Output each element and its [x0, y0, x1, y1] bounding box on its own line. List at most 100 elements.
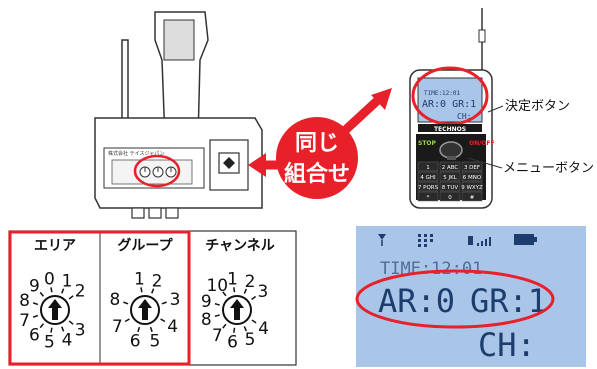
- dial-number: 9: [29, 276, 40, 296]
- phone-device: TIME:12:01 AR:0 GR:1 CH: TECHNOS STOP ON…: [409, 8, 495, 209]
- dial-tick: [222, 291, 227, 297]
- phone-screen: [417, 77, 483, 123]
- dial-tick: [149, 326, 153, 333]
- lcd-status-icons: [378, 234, 537, 247]
- dial-tick: [251, 295, 257, 301]
- badge-line1: 同じ: [295, 131, 339, 156]
- dial-number: 4: [167, 317, 178, 337]
- lcd-zoom-ar: AR:0: [378, 282, 455, 320]
- phone-key-label: 4 GHI: [420, 175, 436, 181]
- dial-number: 3: [75, 321, 86, 341]
- dial-number: 0: [44, 269, 55, 289]
- menu-button-label: メニューボタン: [503, 161, 594, 176]
- phone-key[interactable]: [461, 171, 483, 182]
- decide-button-label: 決定ボタン: [505, 99, 570, 114]
- receiver-company-label: 株式会社 テイスジャパン: [108, 150, 164, 157]
- dial-title: エリア: [34, 238, 76, 254]
- phone-lcd-ar: AR:0 GR:1: [422, 99, 476, 110]
- phone-key-label: 1: [426, 165, 430, 171]
- dial-tick: [68, 320, 74, 325]
- phone-key[interactable]: [461, 191, 483, 202]
- dial-number: 1: [62, 271, 73, 291]
- receiver-dial-highlight: [133, 154, 181, 188]
- antenna-icon: [378, 234, 386, 240]
- phone-key[interactable]: [461, 181, 483, 192]
- phone-key-label: 0: [448, 195, 452, 201]
- battery-icon: [514, 234, 537, 245]
- dial-number: 3: [257, 282, 268, 302]
- phone-key[interactable]: [461, 161, 483, 172]
- phone-key-label: 3 DEF: [464, 165, 480, 171]
- phone-key[interactable]: [417, 181, 439, 192]
- dial-tick: [61, 288, 65, 294]
- phone-stop-label: STOP: [418, 140, 437, 147]
- phone-onoff-label: ON/OFF: [469, 140, 495, 147]
- dial-number: 3: [170, 290, 181, 310]
- callouts: 決定ボタン メニューボタン: [467, 99, 594, 176]
- dial-number: 6: [130, 331, 141, 351]
- dial-tick: [251, 319, 257, 324]
- receiver-device: 株式会社 テイスジャパン: [94, 11, 263, 219]
- dial-tick: [140, 287, 143, 293]
- badge-line2: 組合せ: [284, 161, 350, 187]
- dial-number: 1: [134, 269, 145, 289]
- phone-key-label: 9 WXYZ: [461, 185, 483, 191]
- dial-number: 6: [227, 333, 238, 353]
- decide-button[interactable]: [439, 141, 463, 159]
- phone-key-label: 7 PQRS: [418, 185, 439, 191]
- dial-tick: [32, 302, 39, 306]
- dial-number: 2: [152, 271, 163, 291]
- dial-tick: [233, 287, 236, 293]
- phone-key-label: 5 JKL: [443, 175, 457, 181]
- dial-arrow-icon: [48, 299, 62, 320]
- dial-selection-highlight: [8, 230, 191, 366]
- phone-key[interactable]: [417, 191, 439, 202]
- receiver-dial-icons: [139, 166, 177, 178]
- phone-key-label: 2 ABC: [442, 165, 459, 171]
- dial-number: 7: [19, 311, 30, 331]
- dial-tick: [243, 326, 248, 332]
- phone-key-label: 8 TUV: [442, 185, 459, 191]
- dial-tick: [50, 327, 53, 333]
- phone-key-label: *: [427, 195, 430, 201]
- dial-tick: [233, 327, 236, 333]
- dial-number: 9: [201, 292, 212, 312]
- dial-number: 8: [201, 310, 212, 330]
- dial-tick: [222, 323, 227, 329]
- dial-tick: [39, 323, 45, 329]
- dial-number: 8: [19, 291, 30, 311]
- dial-tick: [151, 288, 155, 294]
- lcd-zoom-ch: CH:: [478, 326, 536, 364]
- dial-tick: [161, 301, 167, 305]
- phone-key-label: #: [470, 195, 475, 201]
- dial-number: 10: [206, 276, 228, 296]
- phone-key[interactable]: [417, 161, 439, 172]
- phone-key[interactable]: [439, 191, 461, 202]
- dial-tick: [160, 318, 166, 323]
- dial-number: 2: [245, 272, 256, 292]
- phone-brand: TECHNOS: [434, 126, 466, 133]
- dial-tick: [32, 314, 39, 318]
- dial-number: 1: [227, 269, 238, 289]
- lcd-zoom-highlight: [355, 269, 555, 329]
- phone-key[interactable]: [439, 161, 461, 172]
- phone-key[interactable]: [439, 171, 461, 182]
- phone-key[interactable]: [417, 171, 439, 182]
- dial-number: 4: [62, 331, 73, 351]
- phone-key-label: 6 MNO: [463, 175, 482, 181]
- lcd-zoom-bg: [356, 226, 586, 367]
- badge-circle: [276, 117, 358, 199]
- dial-tick: [39, 291, 45, 297]
- phone-lcd-ch: CH:: [457, 112, 471, 121]
- dial-number: 2: [75, 281, 86, 301]
- dial-number: 8: [110, 290, 121, 310]
- dial-tick: [61, 326, 65, 332]
- menu-button[interactable]: [447, 156, 456, 160]
- dial-tick: [214, 302, 220, 306]
- phone-key[interactable]: [439, 181, 461, 192]
